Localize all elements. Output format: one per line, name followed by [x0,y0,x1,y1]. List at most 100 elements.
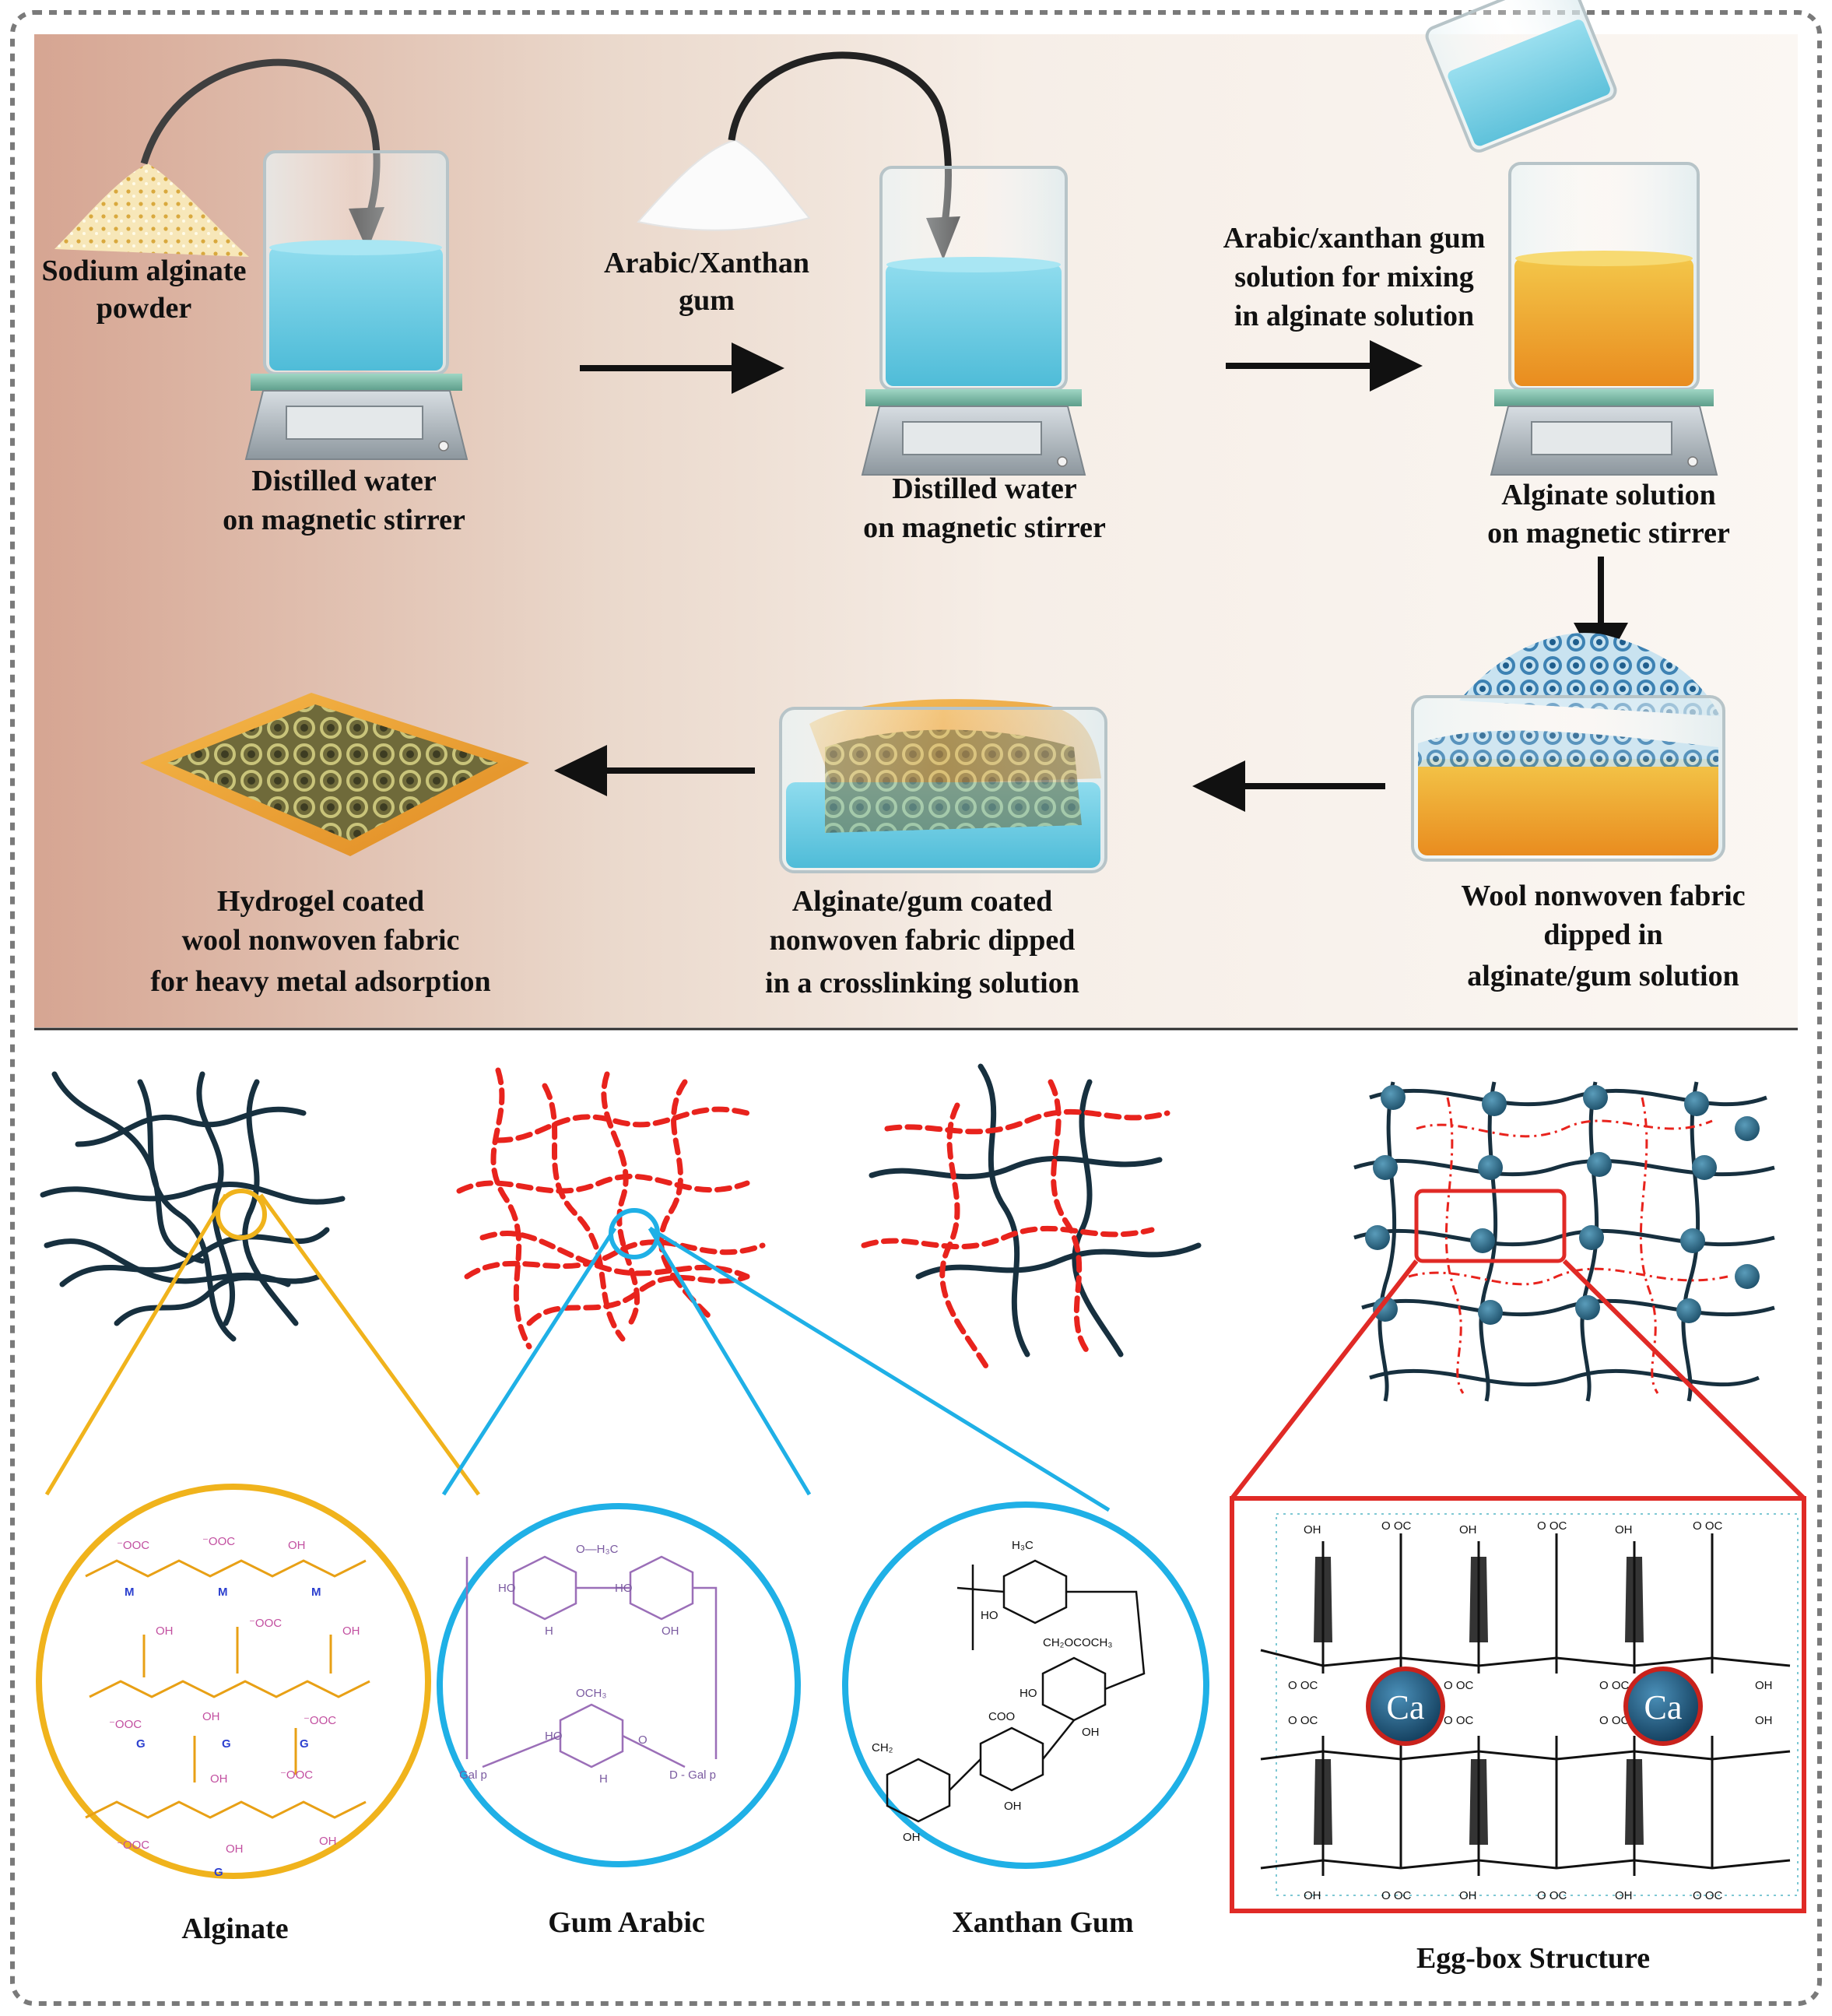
calcium-label: Ca [1644,1688,1683,1726]
svg-text:Arabic/xanthan gum: Arabic/xanthan gum [1223,222,1486,255]
svg-text:on magnetic stirrer: on magnetic stirrer [1487,517,1730,550]
gum-arabic-lens: O—H₃C HO H HO OH OCH₃ HO H O Gal p D - G… [437,1503,801,1867]
alginate-network [40,1071,346,1342]
chem-label: OCH₃ [576,1687,606,1700]
eggbox-network [1353,1081,1775,1402]
chem-label: O OC [1288,1679,1318,1692]
alginate-lens: ⁻OOC ⁻OOC OH OH ⁻OOC OH ⁻OOC OH ⁻OOC OH … [36,1484,431,1879]
eggbox-zoom-lines [1230,1259,1806,1501]
chem-label: O OC [1288,1714,1318,1727]
chem-label: HO [545,1730,563,1743]
chem-label: H [545,1624,553,1638]
svg-text:Sodium alginate: Sodium alginate [42,255,247,287]
chem-label: OH [319,1835,337,1848]
gum-powder [637,139,811,231]
svg-text:Alginate/gum coated: Alginate/gum coated [792,885,1053,918]
chem-label: O OC [1537,1889,1567,1902]
chem-label: OH [1615,1889,1633,1902]
chem-label: COO [988,1710,1015,1723]
chem-label: OH [342,1624,360,1638]
hydrogel-coated-fabric [140,693,529,856]
xanthan-lens: H₃C HO CH₂OCOCH₃ HO OH COO CH₂ OH OH [842,1501,1209,1869]
chem-label: O OC [1381,1519,1412,1533]
chem-label: OH [1304,1523,1321,1537]
chem-label: OH [1755,1714,1773,1727]
chem-label: ⁻OOC [280,1768,313,1782]
chem-label: H₃C [1012,1539,1034,1552]
chem-label: OH [1082,1726,1100,1739]
eggbox-zoom-box: OH O OC OH O OC OH O OC O OC O OC O OC O… [1230,1496,1806,1913]
chem-label: O [638,1733,648,1747]
step-label-water-1: Distilled water on magnetic stirrer [223,465,465,536]
arrow-left-icon [1192,760,1245,812]
pouring-beaker [1425,0,1617,153]
svg-text:Alginate solution: Alginate solution [1501,479,1716,511]
svg-text:Wool nonwoven fabric: Wool nonwoven fabric [1461,880,1745,912]
chem-label: CH₂OCOCH₃ [1043,1636,1112,1649]
chem-label: HO [981,1609,998,1622]
svg-text:on magnetic stirrer: on magnetic stirrer [223,504,465,536]
chem-label: OH [202,1710,220,1723]
chem-label: CH₂ [872,1741,893,1754]
svg-text:Arabic/Xanthan: Arabic/Xanthan [604,247,809,279]
chem-label: O OC [1444,1714,1474,1727]
chem-label: OH [210,1772,228,1786]
beaker-stirrer-3 [1490,162,1718,476]
alginate-zoom-lines [44,1193,481,1496]
chem-label: O OC [1693,1889,1723,1902]
label-alginate: Alginate [181,1912,288,1945]
svg-text:Distilled water: Distilled water [251,465,437,497]
svg-text:for heavy metal adsorption: for heavy metal adsorption [150,965,490,998]
svg-text:powder: powder [97,292,192,325]
gum-arabic-network [456,1067,766,1350]
chem-label: O OC [1599,1714,1630,1727]
chem-label: O OC [1537,1519,1567,1533]
step-label-hydrogel: Hydrogel coated wool nonwoven fabric for… [150,885,490,998]
chem-label: OH [288,1539,306,1552]
residue-label: G [300,1737,309,1751]
label-eggbox: Egg-box Structure [1416,1942,1650,1975]
step-label-crosslinking: Alginate/gum coated nonwoven fabric dipp… [765,885,1079,999]
chem-label: OH [662,1624,679,1638]
step-label-wool-dipped: Wool nonwoven fabric dipped in alginate/… [1461,880,1745,992]
chem-label: HO [615,1582,633,1595]
chem-label: OH [156,1624,174,1638]
svg-text:nonwoven fabric dipped: nonwoven fabric dipped [770,924,1076,957]
chem-label: O OC [1444,1679,1474,1692]
chem-label: ⁻OOC [117,1839,149,1852]
step-label-gum-solution: Arabic/xanthan gum solution for mixing i… [1223,222,1486,332]
svg-text:wool nonwoven fabric: wool nonwoven fabric [182,924,460,957]
calcium-label: Ca [1387,1688,1425,1726]
chem-label: O OC [1599,1679,1630,1692]
arrow-right-icon [1370,340,1423,392]
chem-label: O OC [1381,1889,1412,1902]
chem-label: OH [226,1842,244,1856]
chem-label: H [599,1772,608,1786]
crosslinking-bath [779,699,1107,873]
calcium-ion-2: Ca [1623,1667,1703,1746]
calcium-ion-1: Ca [1366,1667,1445,1746]
chem-label: D - Gal p [669,1768,716,1782]
chem-label: OH [1459,1889,1477,1902]
arrow-left-icon [554,745,607,796]
step-label-gum: Arabic/Xanthan gum [604,247,809,317]
svg-text:gum: gum [679,284,735,317]
chem-label: OH [1755,1679,1773,1692]
chem-label: ⁻OOC [117,1539,149,1552]
arrow-right-icon [732,342,784,394]
chem-label: OH [903,1831,921,1844]
svg-text:in a crosslinking solution: in a crosslinking solution [765,967,1079,999]
chem-label: O—H₃C [576,1543,619,1556]
chem-label: ⁻OOC [202,1535,235,1548]
residue-label: G [136,1737,146,1751]
chem-label: OH [1304,1889,1321,1902]
svg-text:solution for mixing: solution for mixing [1234,261,1474,293]
svg-text:dipped in: dipped in [1543,918,1662,951]
residue-label: M [311,1586,321,1599]
chem-label: ⁻OOC [109,1718,142,1731]
svg-text:Hydrogel coated: Hydrogel coated [217,885,424,918]
chem-label: ⁻OOC [304,1714,336,1727]
chem-label: OH [1615,1523,1633,1537]
label-xanthan-gum: Xanthan Gum [952,1906,1133,1939]
residue-label: M [218,1586,228,1599]
